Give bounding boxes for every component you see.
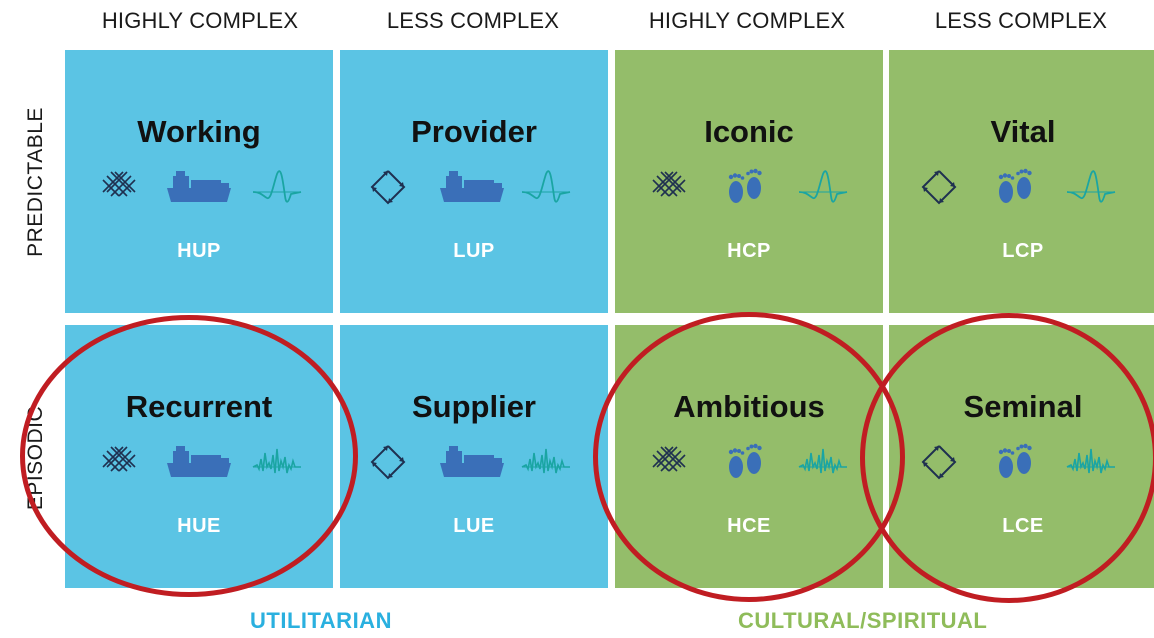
cell-code: LUE <box>453 515 495 537</box>
footprints-icon <box>723 168 767 212</box>
highlight-circle-seminal <box>860 313 1154 603</box>
cell-title: Provider <box>411 114 537 149</box>
cell-working: Working HUP <box>65 50 333 313</box>
ship-icon <box>438 168 508 212</box>
cell-provider: Provider LUP <box>340 50 608 313</box>
footprints-icon <box>993 168 1037 212</box>
highlight-circle-ambitious <box>593 312 905 602</box>
cell-title: Working <box>137 114 261 149</box>
smooth-wave-icon <box>1065 168 1119 212</box>
cell-title: Vital <box>990 114 1056 149</box>
cell-supplier: Supplier LUE <box>340 325 608 588</box>
footer-label-utilitarian: UTILITARIAN <box>250 608 392 633</box>
cell-vital: Vital LCP <box>889 50 1154 313</box>
column-header-highly-complex-2: HIGHLY COMPLEX <box>648 8 846 33</box>
cell-code: HUP <box>177 240 221 262</box>
network-lattice-icon <box>99 168 139 212</box>
diamond-arrows-icon <box>919 168 959 212</box>
diamond-arrows-icon <box>368 443 408 487</box>
footer-label-cultural-spiritual: CULTURAL/SPIRITUAL <box>738 608 988 633</box>
cell-iconic: Iconic HCP <box>615 50 883 313</box>
ship-icon <box>165 168 235 212</box>
network-lattice-icon <box>649 168 689 212</box>
cell-code: HCP <box>727 240 771 262</box>
smooth-wave-icon <box>520 168 574 212</box>
diamond-arrows-icon <box>368 168 408 212</box>
ship-icon <box>438 443 508 487</box>
smooth-wave-icon <box>251 168 305 212</box>
cell-code: LUP <box>453 240 495 262</box>
jagged-wave-icon <box>520 443 574 487</box>
cell-title: Supplier <box>411 389 536 424</box>
column-header-less-complex-2: LESS COMPLEX <box>934 8 1108 33</box>
cell-title: Iconic <box>704 114 794 149</box>
column-header-highly-complex-1: HIGHLY COMPLEX <box>101 8 299 33</box>
column-header-less-complex-1: LESS COMPLEX <box>386 8 560 33</box>
row-header-predictable: PREDICTABLE <box>24 107 47 257</box>
highlight-circle-recurrent <box>20 315 358 597</box>
cell-code: LCP <box>1002 240 1044 262</box>
smooth-wave-icon <box>797 168 851 212</box>
